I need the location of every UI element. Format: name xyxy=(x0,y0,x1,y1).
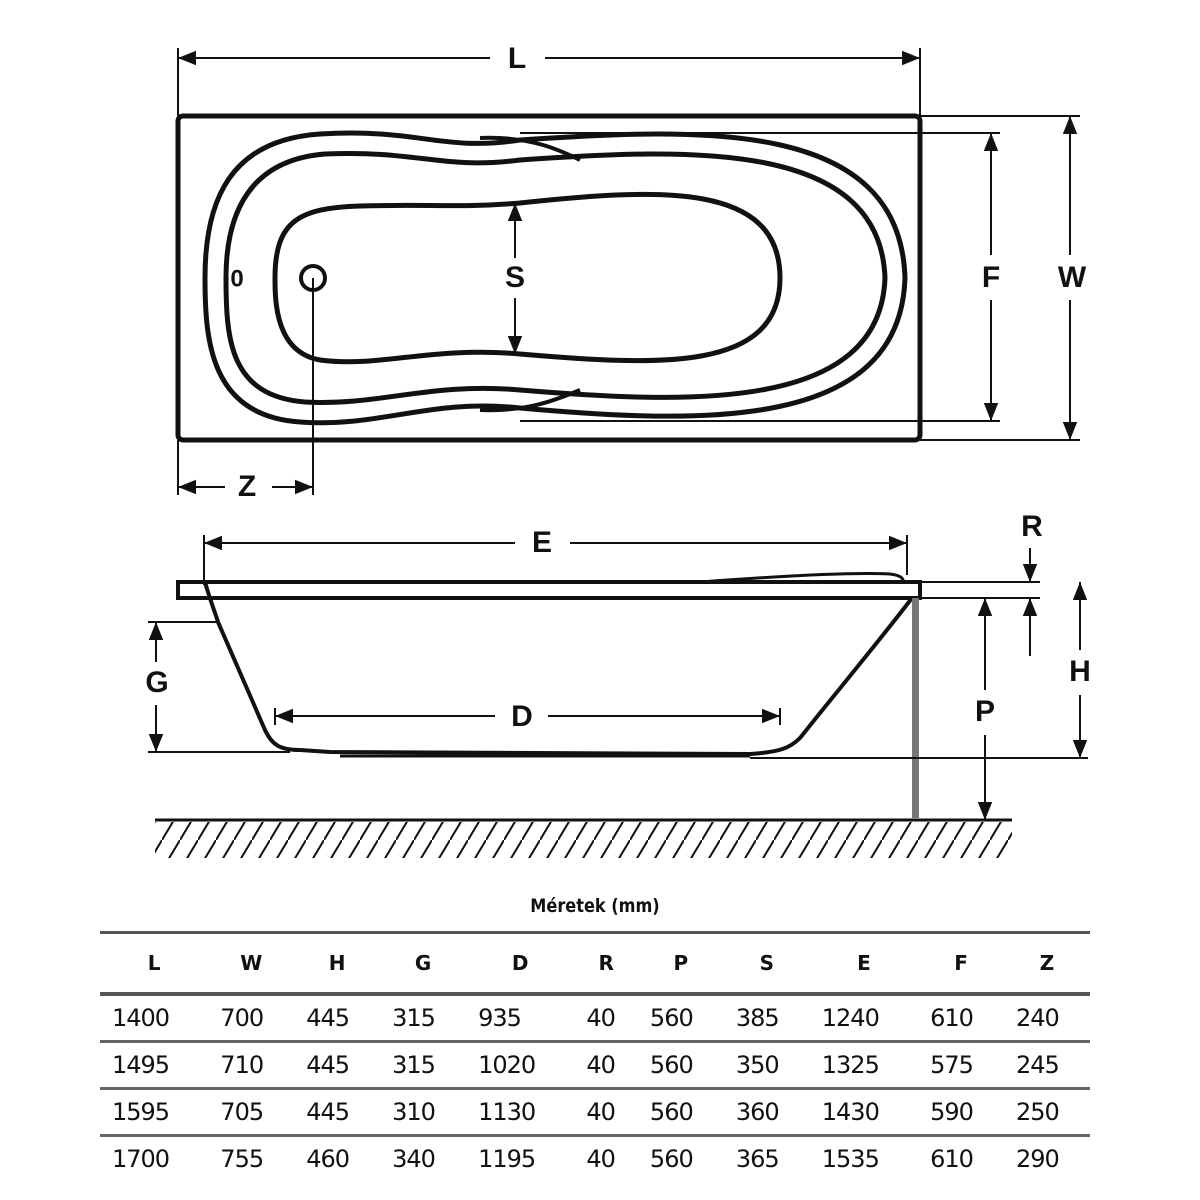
top-view xyxy=(175,48,1080,495)
table-cell: 755 xyxy=(220,1145,264,1173)
table-cell: 350 xyxy=(723,1041,810,1090)
label-R: R xyxy=(1021,510,1043,543)
table-cell: 1430 xyxy=(809,1088,919,1137)
table-cell: 1495 xyxy=(100,1041,209,1090)
bathtub-diagram: 0 L W F S Z xyxy=(145,42,1091,858)
table-cell: 610 xyxy=(918,994,1004,1043)
rim-outer xyxy=(202,130,908,426)
rim-inner xyxy=(223,151,888,405)
table-cell: 560 xyxy=(637,1088,724,1137)
table-cell: 460 xyxy=(306,1145,350,1173)
label-E: E xyxy=(532,526,552,559)
label-F: F xyxy=(982,261,1000,294)
rim-side xyxy=(176,580,922,600)
table-cell: 1400 xyxy=(100,994,209,1043)
table-title: Méretek (mm) xyxy=(530,895,660,917)
table-cell: 365 xyxy=(735,1145,780,1173)
table-cell: 445 xyxy=(294,1088,381,1137)
side-view xyxy=(148,535,1088,858)
column-header-L: L xyxy=(100,931,209,996)
floor-hatch xyxy=(155,822,1012,858)
column-header-Z: Z xyxy=(1003,931,1090,996)
table-cell: 610 xyxy=(930,1145,974,1173)
column-header-G: G xyxy=(380,931,467,996)
label-G: G xyxy=(145,666,168,699)
table-cell: 290 xyxy=(1015,1145,1060,1173)
table-cell: 315 xyxy=(380,1041,467,1090)
table-cell: 1325 xyxy=(809,1041,919,1090)
support-leg xyxy=(912,598,919,818)
table-cell: 1195 xyxy=(478,1145,536,1173)
column-header-P: P xyxy=(637,931,724,996)
table-row: 1700 755 460 340 1195 40 560 365 1535 610 290 xyxy=(100,1136,1090,1182)
table-cell: 315 xyxy=(380,994,467,1043)
table-cell: 700 xyxy=(208,994,295,1043)
table-cell: 1700 xyxy=(112,1145,170,1173)
table-cell: 40 xyxy=(574,1088,638,1137)
table-cell: 1240 xyxy=(809,994,919,1043)
label-P: P xyxy=(975,695,995,728)
table-cell: 445 xyxy=(294,1041,381,1090)
label-Z: Z xyxy=(238,470,256,503)
table-cell: 710 xyxy=(208,1041,295,1090)
table-cell: 445 xyxy=(294,994,381,1043)
table-cell: 1535 xyxy=(821,1145,880,1173)
table-cell: 250 xyxy=(1003,1088,1090,1137)
label-L: L xyxy=(508,42,526,75)
table-cell: 560 xyxy=(637,1041,724,1090)
column-header-E: E xyxy=(809,931,919,996)
label-D: D xyxy=(511,700,533,733)
table-cell: 310 xyxy=(380,1088,467,1137)
table-cell: 40 xyxy=(586,1145,616,1173)
table-cell: 935 xyxy=(466,994,575,1043)
label-S: S xyxy=(505,261,525,294)
basin xyxy=(272,191,783,365)
label-H: H xyxy=(1069,655,1091,688)
table-cell: 1130 xyxy=(466,1088,575,1137)
table-cell: 385 xyxy=(723,994,810,1043)
table-cell: 705 xyxy=(208,1088,295,1137)
column-header-F: F xyxy=(918,931,1004,996)
overflow-symbol: 0 xyxy=(230,265,243,292)
column-header-D: D xyxy=(466,931,575,996)
table-cell: 340 xyxy=(392,1145,436,1173)
column-header-W: W xyxy=(208,931,295,996)
label-W: W xyxy=(1058,261,1087,294)
column-header-R: R xyxy=(574,931,638,996)
table-cell: 1020 xyxy=(466,1041,575,1090)
table-cell: 560 xyxy=(649,1145,694,1173)
table-cell: 360 xyxy=(723,1088,810,1137)
table-cell: 245 xyxy=(1003,1041,1090,1090)
table-cell: 1595 xyxy=(100,1088,209,1137)
table-cell: 590 xyxy=(918,1088,1004,1137)
column-header-H: H xyxy=(294,931,381,996)
table-cell: 560 xyxy=(637,994,724,1043)
table-cell: 40 xyxy=(574,994,638,1043)
tub-body xyxy=(203,581,914,757)
tub-outline-top xyxy=(175,113,923,443)
table-cell: 40 xyxy=(574,1041,638,1090)
column-header-S: S xyxy=(723,931,810,996)
table-cell: 575 xyxy=(918,1041,1004,1090)
table-cell: 240 xyxy=(1003,994,1090,1043)
